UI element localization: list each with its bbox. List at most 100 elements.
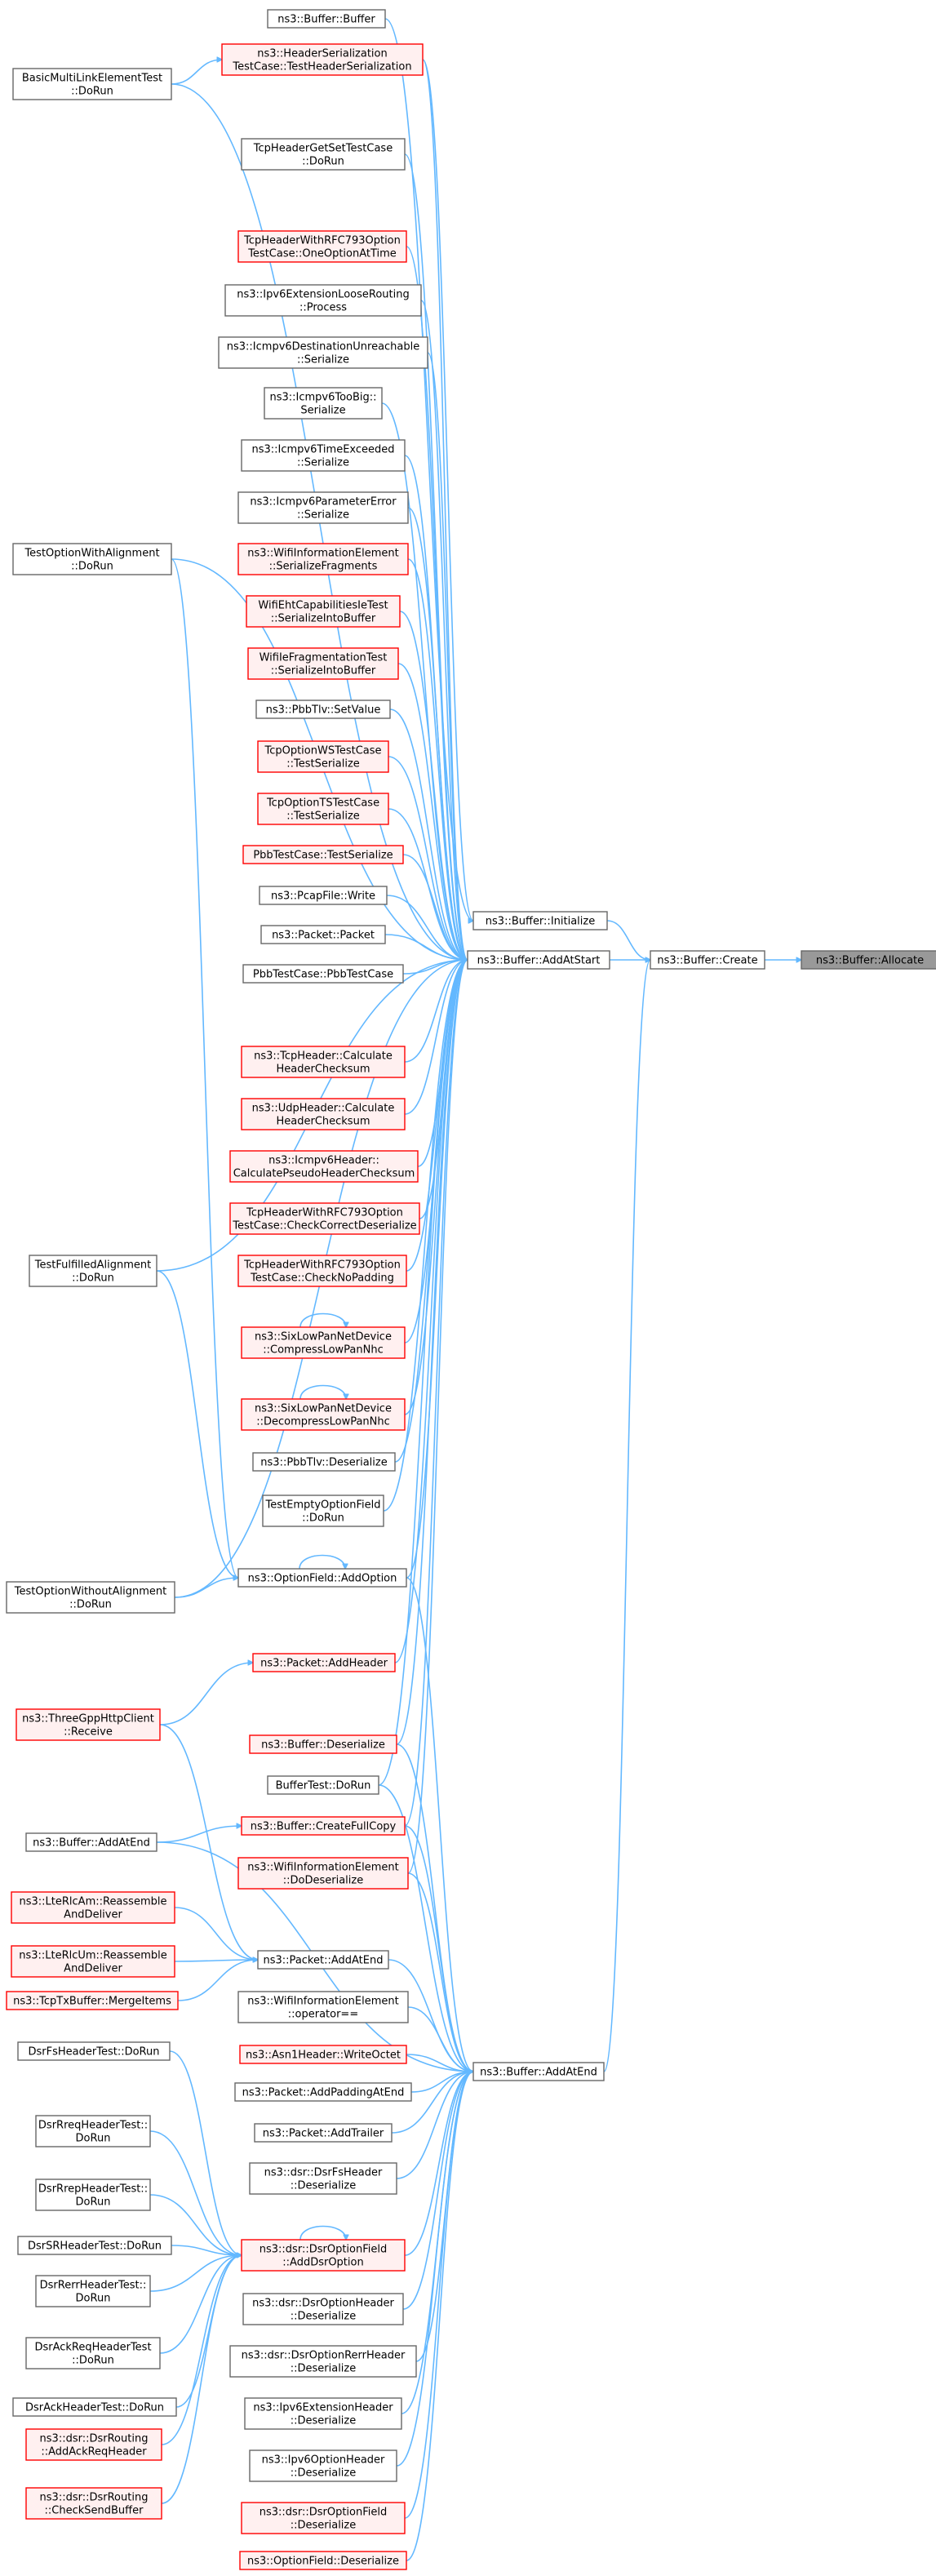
node-tcpts[interactable]: TcpOptionTSTestCase::TestSerialize bbox=[257, 793, 389, 825]
node-label-line: TcpOptionTSTestCase bbox=[266, 797, 379, 810]
node-dsrrerrheader_deser[interactable]: ns3::dsr::DsrOptionRerrHeader::Deseriali… bbox=[229, 2345, 417, 2378]
node-wifiinfo_eq[interactable]: ns3::WifiInformationElement::operator== bbox=[237, 1991, 409, 2023]
node-pbbtlv_set[interactable]: ns3::PbbTlv::SetValue bbox=[255, 700, 391, 719]
node-pbbtestcase[interactable]: PbbTestCase::PbbTestCase bbox=[242, 964, 404, 984]
node-dsr_addopt[interactable]: ns3::dsr::DsrOptionField::AddDsrOption bbox=[241, 2239, 406, 2272]
node-addtrailer[interactable]: ns3::Packet::AddTrailer bbox=[254, 2123, 393, 2143]
node-label-line: ::Deserialize bbox=[291, 2520, 357, 2532]
node-wifiinfo_frag[interactable]: ns3::WifiInformationElement::SerializeFr… bbox=[237, 543, 409, 575]
node-box bbox=[241, 1816, 406, 1836]
node-label-line: DoRun bbox=[76, 2293, 111, 2305]
node-box bbox=[241, 138, 406, 171]
node-tcpgetset[interactable]: TcpHeaderGetSetTestCase::DoRun bbox=[241, 138, 406, 171]
edge-tcpcalc-to-addatstart bbox=[404, 960, 468, 1063]
call-edge bbox=[299, 1384, 346, 1400]
node-dsroptheader_deser[interactable]: ns3::dsr::DsrOptionHeader::Deserialize bbox=[242, 2293, 404, 2325]
node-optfield_deser[interactable]: ns3::OptionField::Deserialize bbox=[239, 2551, 407, 2570]
node-ipv6loose[interactable]: ns3::Ipv6ExtensionLooseRouting::Process bbox=[224, 284, 422, 317]
call-edge bbox=[406, 1577, 473, 2072]
node-dsrfs_test[interactable]: DsrFsHeaderTest::DoRun bbox=[17, 2041, 171, 2061]
node-addpadding[interactable]: ns3::Packet::AddPaddingAtEnd bbox=[234, 2082, 412, 2102]
node-create[interactable]: ns3::Buffer::Create bbox=[650, 950, 765, 970]
node-label-line: ns3::OptionField::Deserialize bbox=[247, 2556, 399, 2568]
node-label-line: ns3::Buffer::AddAtEnd bbox=[33, 1837, 150, 1850]
edge-packet_addhdr-to-addatstart bbox=[394, 960, 468, 1663]
node-dsroptfield_deser[interactable]: ns3::dsr::DsrOptionField::Deserialize bbox=[241, 2502, 406, 2534]
node-dsrrreq_test[interactable]: DsrRreqHeaderTest::DoRun bbox=[35, 2115, 151, 2147]
node-box bbox=[249, 1734, 397, 1754]
node-wifiinfo_dodeser[interactable]: ns3::WifiInformationElement::DoDeseriali… bbox=[237, 1857, 409, 1890]
node-icmpbig[interactable]: ns3::Icmpv6TooBig::Serialize bbox=[264, 387, 383, 420]
node-icmpdest[interactable]: ns3::Icmpv6DestinationUnreachable::Seria… bbox=[218, 336, 428, 369]
edge-pbbser-to-addatstart bbox=[402, 854, 468, 960]
node-testempty[interactable]: TestEmptyOptionField::DoRun bbox=[262, 1495, 384, 1527]
node-sixdecomp[interactable]: ns3::SixLowPanNetDevice::DecompressLowPa… bbox=[241, 1398, 406, 1431]
node-dsrrouting_ackreq[interactable]: ns3::dsr::DsrRouting::AddAckReqHeader bbox=[25, 2428, 162, 2461]
node-pbbser[interactable]: PbbTestCase::TestSerialize bbox=[242, 845, 404, 864]
node-wifieht[interactable]: WifiEhtCapabilitiesIeTest::SerializeInto… bbox=[246, 595, 401, 628]
node-ipv6ext_deser[interactable]: ns3::Ipv6ExtensionHeader::Deserialize bbox=[244, 2397, 402, 2430]
node-buffer_buffer[interactable]: ns3::Buffer::Buffer bbox=[267, 9, 386, 29]
node-rfc_one[interactable]: TcpHeaderWithRFC793OptionTestCase::OneOp… bbox=[237, 230, 407, 263]
call-edge bbox=[149, 2194, 242, 2255]
node-testoptalign[interactable]: TestOptionWithAlignment::DoRun bbox=[12, 543, 172, 575]
node-rfc_check[interactable]: TcpHeaderWithRFC793OptionTestCase::Check… bbox=[229, 1202, 420, 1235]
node-addatstart[interactable]: ns3::Buffer::AddAtStart bbox=[467, 950, 610, 970]
node-label-line: ns3::Icmpv6ParameterError bbox=[250, 496, 397, 509]
node-packet_ctor[interactable]: ns3::Packet::Packet bbox=[260, 925, 386, 944]
node-buffer_addatend_left[interactable]: ns3::Buffer::AddAtEnd bbox=[25, 1832, 157, 1852]
node-buffertest[interactable]: BufferTest::DoRun bbox=[267, 1775, 379, 1795]
edge-basicmulti-to-hdrser bbox=[171, 60, 222, 85]
node-addatend_main[interactable]: ns3::Buffer::AddAtEnd bbox=[472, 2062, 605, 2081]
node-packet_addhdr[interactable]: ns3::Packet::AddHeader bbox=[252, 1653, 396, 1672]
node-initialize[interactable]: ns3::Buffer::Initialize bbox=[472, 911, 608, 930]
node-sixcomp[interactable]: ns3::SixLowPanNetDevice::CompressLowPanN… bbox=[241, 1326, 406, 1359]
node-icmpparam[interactable]: ns3::Icmpv6ParameterError::Serialize bbox=[237, 491, 409, 524]
node-dsrrrep_test[interactable]: DsrRrepHeaderTest::DoRun bbox=[35, 2178, 151, 2211]
call-edge bbox=[404, 2072, 473, 2256]
node-basicmulti[interactable]: BasicMultiLinkElementTest::DoRun bbox=[12, 68, 172, 100]
node-dsrsr_test[interactable]: DsrSRHeaderTest::DoRun bbox=[17, 2236, 172, 2255]
node-dsrackreq_test[interactable]: DsrAckReqHeaderTest::DoRun bbox=[25, 2337, 161, 2369]
edge-tcpws-to-addatstart bbox=[388, 756, 468, 960]
node-threegpp[interactable]: ns3::ThreeGppHttpClient::Receive bbox=[16, 1708, 161, 1741]
node-box bbox=[242, 2293, 404, 2325]
node-label-line: ::CheckSendBuffer bbox=[45, 2505, 144, 2517]
node-label-line: ns3::Packet::AddPaddingAtEnd bbox=[242, 2087, 405, 2099]
node-ipv6opt_deser[interactable]: ns3::Ipv6OptionHeader::Deserialize bbox=[249, 2449, 397, 2482]
node-rfc_nopad[interactable]: TcpHeaderWithRFC793OptionTestCase::Check… bbox=[237, 1255, 407, 1287]
node-icmptime[interactable]: ns3::Icmpv6TimeExceeded::Serialize bbox=[241, 439, 406, 472]
node-testoptnoalign[interactable]: TestOptionWithoutAlignment::DoRun bbox=[6, 1581, 175, 1614]
node-createfull[interactable]: ns3::Buffer::CreateFullCopy bbox=[241, 1816, 406, 1836]
node-testfulfilled[interactable]: TestFulfilledAlignment::DoRun bbox=[29, 1255, 157, 1287]
node-tcptx[interactable]: ns3::TcpTxBuffer::MergeItems bbox=[6, 1991, 179, 2010]
node-icmpcalc[interactable]: ns3::Icmpv6Header::CalculatePseudoHeader… bbox=[229, 1150, 419, 1183]
node-dsrfs_deser[interactable]: ns3::dsr::DsrFsHeader::Deserialize bbox=[249, 2162, 397, 2195]
edge-icmpparam-to-addatstart bbox=[407, 507, 468, 960]
node-dsrack_test[interactable]: DsrAckHeaderTest::DoRun bbox=[12, 2397, 177, 2417]
node-allocate[interactable]: ns3::Buffer::Allocate bbox=[801, 950, 936, 970]
node-tcpws[interactable]: TcpOptionWSTestCase::TestSerialize bbox=[257, 740, 389, 773]
node-buffer_deser[interactable]: ns3::Buffer::Deserialize bbox=[249, 1734, 397, 1754]
node-hdrser[interactable]: ns3::HeaderSerializationTestCase::TestHe… bbox=[221, 43, 424, 76]
call-edge bbox=[161, 2255, 242, 2445]
node-label-line: TcpHeaderWithRFC793Option bbox=[243, 1259, 401, 1272]
call-edge bbox=[402, 854, 468, 960]
edge-dsrfs_deser-to-addatend_main bbox=[396, 2072, 473, 2179]
node-asn1[interactable]: ns3::Asn1Header::WriteOctet bbox=[239, 2045, 407, 2064]
node-packet_addatend[interactable]: ns3::Packet::AddAtEnd bbox=[257, 1950, 389, 1970]
node-pcapwrite[interactable]: ns3::PcapFile::Write bbox=[259, 886, 388, 905]
node-label-line: BufferTest::DoRun bbox=[276, 1780, 371, 1792]
node-dsrrerr_test[interactable]: DsrRerrHeaderTest::DoRun bbox=[35, 2275, 151, 2307]
node-box bbox=[472, 2062, 605, 2081]
node-pbbtlv_deser[interactable]: ns3::PbbTlv::Deserialize bbox=[252, 1452, 396, 1472]
call-edge bbox=[391, 2072, 473, 2134]
node-dsrrouting_send[interactable]: ns3::dsr::DsrRouting::CheckSendBuffer bbox=[25, 2487, 162, 2520]
node-label-line: TestCase::TestHeaderSerialization bbox=[232, 61, 411, 73]
node-wififrag[interactable]: WifiIeFragmentationTest::SerializeIntoBu… bbox=[247, 647, 399, 680]
node-optfield_add[interactable]: ns3::OptionField::AddOption bbox=[237, 1568, 407, 1588]
